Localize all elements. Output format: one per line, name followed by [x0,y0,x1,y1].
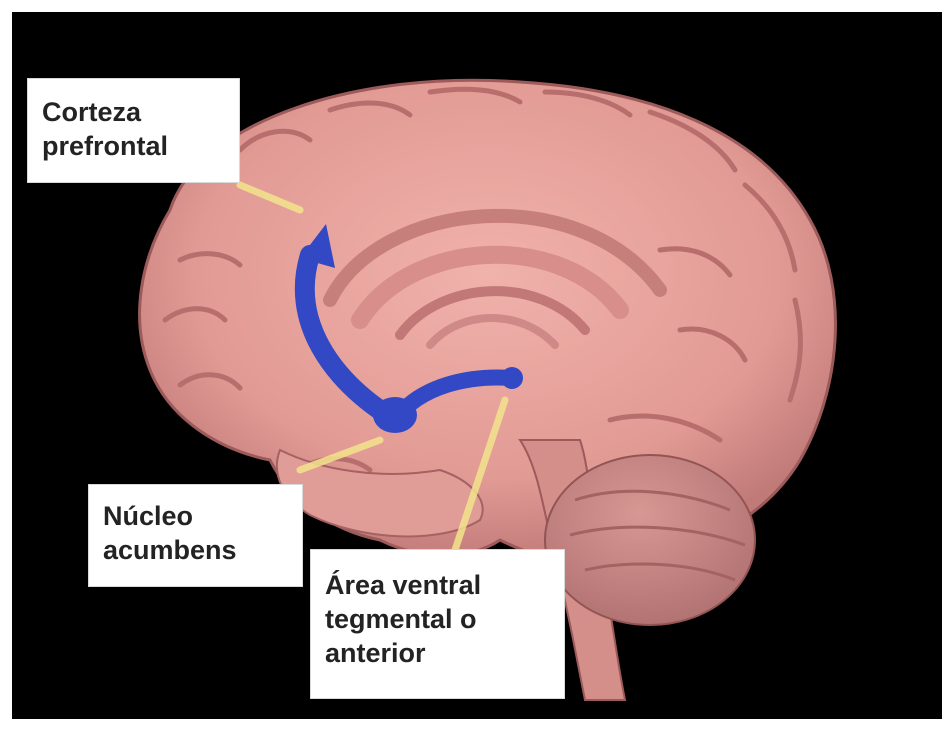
label-nucleus-accumbens: Núcleo acumbens [88,484,303,587]
label-line: Área ventral [325,568,550,602]
label-prefrontal-cortex: Corteza prefrontal [27,78,240,183]
label-line: Núcleo [103,499,288,533]
pathway-node-vta [501,367,523,389]
pathway-node-accumbens [373,397,417,433]
label-line: Corteza [42,95,225,129]
cerebellum [545,455,755,625]
label-line: anterior [325,636,550,670]
label-line: tegmental o [325,602,550,636]
label-line: prefrontal [42,129,225,163]
label-ventral-tegmental-area: Área ventral tegmental o anterior [310,549,565,699]
label-line: acumbens [103,533,288,567]
